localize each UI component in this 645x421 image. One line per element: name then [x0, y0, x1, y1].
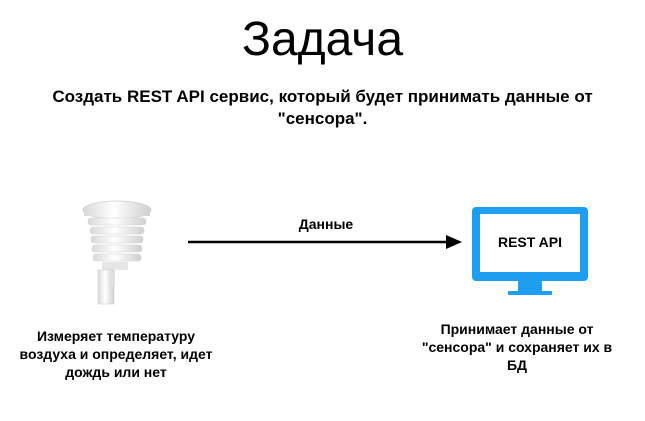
- rest-api-label: REST API: [497, 234, 563, 250]
- slide-title: Задача: [241, 13, 404, 66]
- data-flow-arrow: [188, 235, 462, 249]
- sensor-caption: Измеряет температуру воздуха и определяе…: [19, 328, 213, 380]
- monitor-icon: [470, 205, 590, 301]
- weather-sensor-icon: [78, 200, 156, 308]
- server-caption: Принимает данные от "сенсора" и сохраняе…: [421, 321, 613, 373]
- slide-subtitle: Создать REST API сервис, который будет п…: [52, 87, 593, 128]
- data-flow-label: Данные: [298, 216, 354, 232]
